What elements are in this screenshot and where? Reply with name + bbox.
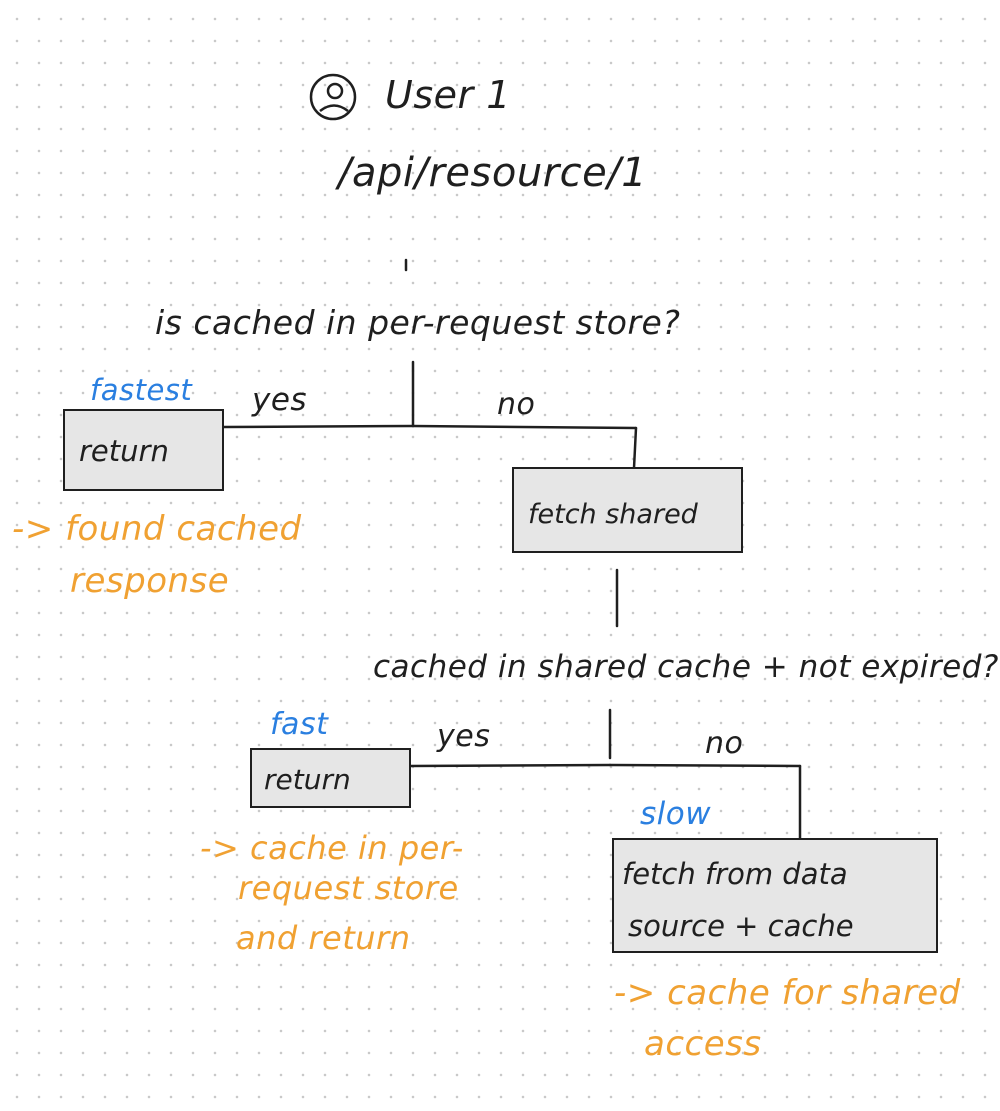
decision1-note-line2: response — [70, 561, 230, 601]
decision1-yes-label: yes — [252, 382, 308, 418]
connector-decision1-no — [411, 424, 638, 430]
decision2-no-note-line1: -> cache for shared — [614, 973, 961, 1013]
decision2-no-speed: slow — [640, 796, 712, 832]
connector-decision1-yes — [222, 424, 415, 429]
return-fastest-box: return — [63, 409, 224, 491]
connector-decision2-yes — [408, 763, 612, 768]
fetch-data-source-box: fetch from data source + cache — [612, 838, 938, 953]
fetch-data-source-label-line1: fetch from data — [622, 857, 848, 891]
decision2-yes-note-line2: request store — [238, 869, 459, 907]
user-label: User 1 — [385, 73, 511, 117]
return-fast-label: return — [264, 763, 351, 796]
decision2-yes-note-line1: -> cache in per- — [200, 829, 464, 867]
fetch-shared-label: fetch shared — [528, 499, 698, 530]
decision2-no-note-line2: access — [644, 1024, 762, 1064]
decision1-note-line1: -> found cached — [12, 509, 302, 549]
return-fast-box: return — [250, 748, 411, 808]
decision1-yes-speed: fastest — [90, 373, 193, 407]
return-fastest-label: return — [79, 434, 169, 468]
connector-to-fetch-shared — [632, 426, 638, 470]
decision2-yes-note-line3: and return — [236, 919, 411, 957]
decision2-no-label: no — [705, 726, 744, 761]
decision1-question: is cached in per-request store? — [155, 303, 681, 342]
fetch-shared-box: fetch shared — [512, 467, 743, 553]
user-icon — [309, 73, 357, 121]
fetch-data-source-label-line2: source + cache — [628, 909, 854, 943]
decision2-yes-speed: fast — [270, 707, 329, 742]
decision2-yes-label: yes — [437, 719, 491, 754]
request-path: /api/resource/1 — [338, 150, 648, 196]
decision1-no-label: no — [497, 387, 536, 422]
connector-decision2-no — [608, 763, 802, 768]
decision2-question: cached in shared cache + not expired? — [373, 649, 999, 685]
